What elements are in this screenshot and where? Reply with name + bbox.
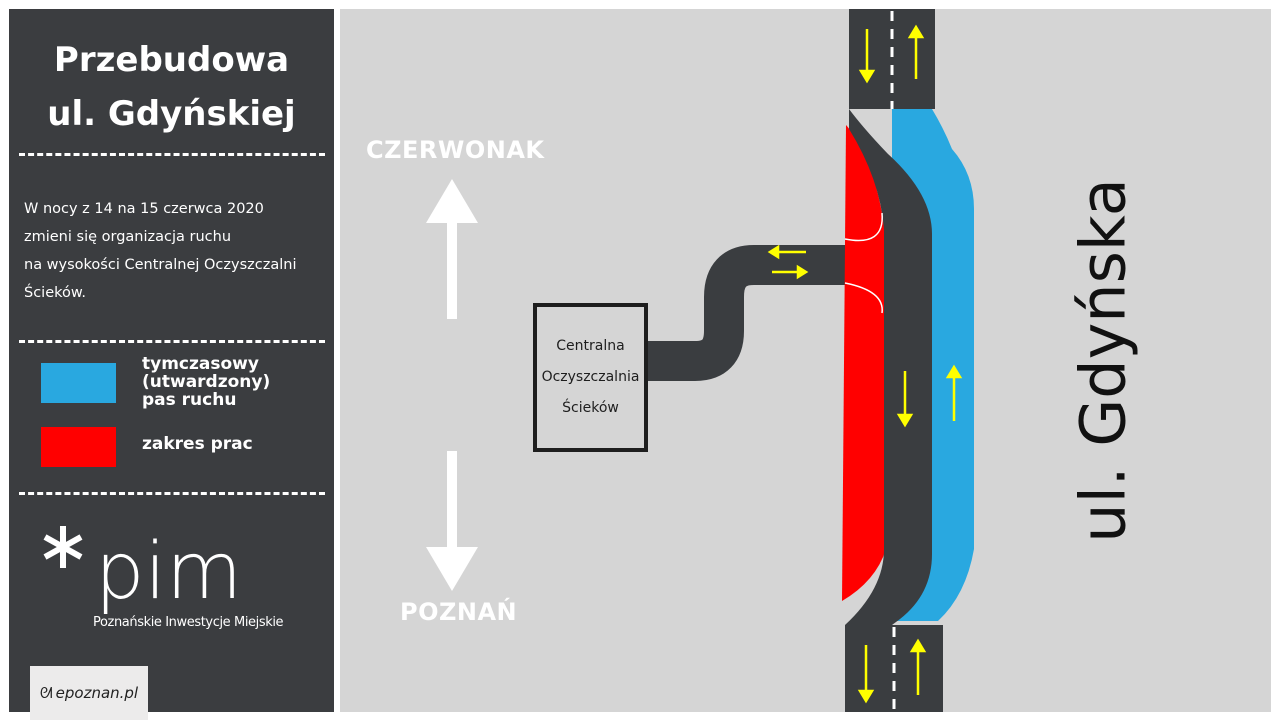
legend-swatch-work-zone	[41, 427, 116, 467]
description-line: W nocy z 14 na 15 czerwca 2020	[24, 201, 264, 217]
logo-subtitle: Poznańskie Inwestycje Miejskie	[93, 615, 284, 630]
plant-label-line: Oczyszczalnia	[541, 369, 640, 385]
asterisk-icon	[43, 526, 83, 568]
divider	[19, 492, 325, 495]
direction-arrows	[426, 179, 478, 591]
arrow-shaft	[447, 451, 457, 551]
arrow-up-icon	[907, 24, 925, 39]
plant-label-line: Centralna	[556, 338, 625, 354]
description: W nocy z 14 na 15 czerwca 2020 zmieni si…	[24, 195, 324, 307]
main-carriageway	[845, 109, 932, 625]
access-road	[642, 245, 845, 381]
arrow-up-icon	[909, 638, 927, 653]
legend-line: zakres prac	[142, 434, 253, 454]
legend-label-work-zone: zakres prac	[142, 435, 322, 453]
treatment-plant: Centralna Oczyszczalnia Ścieków	[533, 303, 648, 452]
description-line: Ścieków.	[24, 285, 87, 301]
legend-label-temporary-lane: tymczasowy (utwardzony) pas ruchu	[142, 355, 322, 409]
street-name-text: ul. Gdyńska	[1066, 177, 1140, 543]
arrow-down-icon	[857, 689, 875, 704]
watermark-icon: ᘛ	[39, 684, 53, 702]
work-zone	[842, 125, 886, 601]
curb-line	[844, 212, 883, 242]
divider	[19, 340, 325, 343]
info-sidebar: Przebudowa ul. Gdyńskiej W nocy z 14 na …	[9, 9, 334, 712]
road-diagram	[426, 9, 974, 712]
title-line-2: ul. Gdyńskiej	[47, 94, 296, 134]
pim-logo: pim	[43, 526, 242, 614]
legend-line: tymczasowy	[142, 354, 259, 374]
title-line-1: Przebudowa	[53, 40, 290, 80]
arrow-down-icon	[896, 413, 914, 428]
legend-line: (utwardzony)	[142, 372, 271, 392]
direction-label-north: CZERWONAK	[366, 136, 545, 164]
curb-line	[844, 282, 883, 314]
plant-label-line: Ścieków	[562, 400, 619, 416]
watermark: ᘛ epoznan.pl	[30, 666, 148, 720]
arrow-shaft	[447, 219, 457, 319]
arrow-right-icon	[796, 264, 809, 280]
description-line: zmieni się organizacja ruchu	[24, 229, 232, 245]
arrow-up-icon	[426, 179, 478, 223]
arrow-left-icon	[767, 244, 780, 260]
street-name: ul. Gdyńska	[1058, 178, 1148, 542]
legend-line: pas ruchu	[142, 390, 237, 410]
legend-swatch-temporary-lane	[41, 363, 116, 403]
arrow-up-icon	[945, 364, 963, 379]
direction-label-south: POZNAŃ	[400, 598, 518, 626]
divider	[19, 153, 325, 156]
description-line: na wysokości Centralnej Oczyszczalni	[24, 257, 297, 273]
arrow-down-icon	[426, 547, 478, 591]
page-title: Przebudowa ul. Gdyńskiej	[9, 33, 334, 141]
watermark-text: epoznan.pl	[55, 684, 139, 702]
traffic-map: CZERWONAK POZNAŃ Centralna Oczyszczalnia…	[340, 9, 1271, 712]
logo-wordmark: pim	[95, 527, 242, 614]
traffic-arrows	[767, 24, 963, 704]
arrow-down-icon	[858, 69, 876, 84]
road-north	[849, 9, 935, 109]
